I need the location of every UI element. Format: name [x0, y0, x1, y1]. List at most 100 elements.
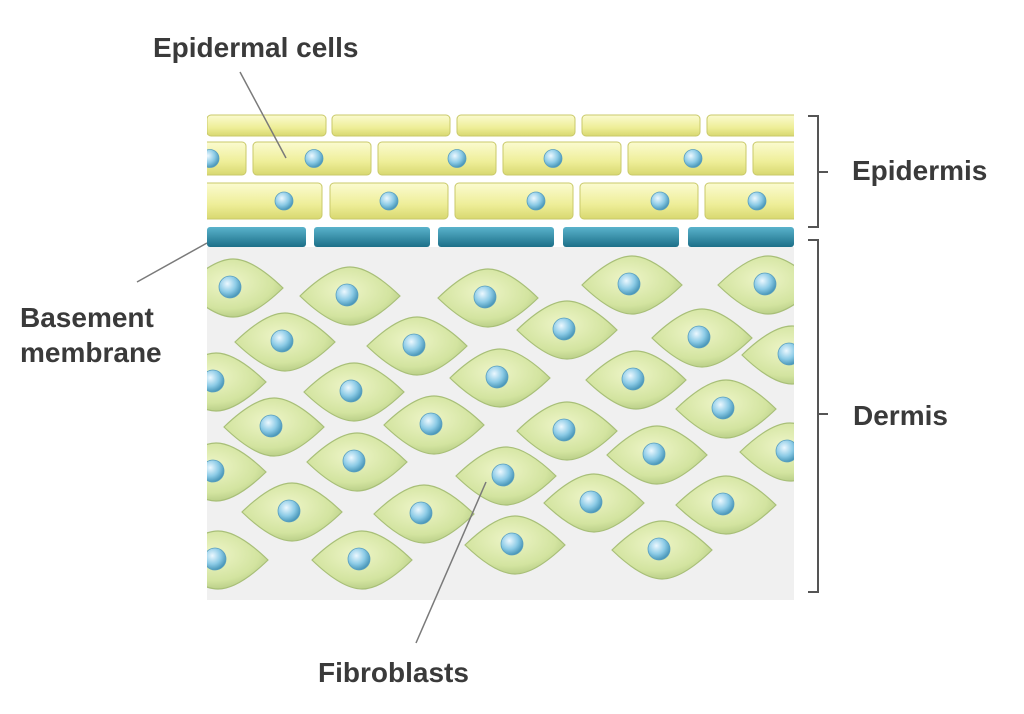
- nucleus: [447, 149, 467, 168]
- nucleus: [747, 191, 767, 211]
- dermis-bracket: [808, 239, 828, 593]
- fibroblast-cell: [606, 425, 708, 485]
- nucleus: [485, 365, 509, 389]
- nucleus: [687, 325, 711, 349]
- dermis-label: Dermis: [853, 400, 948, 431]
- epidermal-cell: [456, 114, 576, 137]
- nucleus: [642, 442, 666, 466]
- basement-membrane-label-line2: membrane: [20, 337, 162, 368]
- nucleus: [335, 283, 359, 307]
- basement-membrane-segment: [438, 227, 554, 247]
- fibroblasts-label: Fibroblasts: [318, 657, 469, 688]
- nucleus: [647, 537, 671, 561]
- fibroblast-cell: [207, 258, 284, 318]
- fibroblast-cell: [516, 300, 618, 360]
- nucleus: [500, 532, 524, 556]
- fibroblast-cell: [299, 266, 401, 326]
- nucleus: [274, 191, 294, 211]
- nucleus: [270, 329, 294, 353]
- nucleus: [419, 412, 443, 436]
- epidermal-cells-leader-line: [239, 71, 287, 159]
- basement-membrane-segment: [688, 227, 794, 247]
- nucleus: [683, 149, 703, 168]
- fibroblast-cell: [366, 316, 468, 376]
- fibroblast-cell: [675, 475, 777, 535]
- nucleus: [259, 414, 283, 438]
- epidermis-layer: [207, 114, 794, 220]
- fibroblast-cell: [464, 515, 566, 575]
- fibroblast-cell: [585, 350, 687, 410]
- nucleus: [775, 439, 794, 463]
- nucleus: [552, 418, 576, 442]
- fibroblast-cell: [437, 268, 539, 328]
- fibroblast-cell: [373, 484, 475, 544]
- dermis-layer: [207, 255, 794, 590]
- nucleus: [218, 275, 242, 299]
- nucleus: [207, 369, 225, 393]
- epidermis-label: Epidermis: [852, 155, 988, 186]
- basement-membrane-segment: [207, 227, 306, 247]
- nucleus: [207, 459, 225, 483]
- fibroblast-cell: [449, 348, 551, 408]
- nucleus: [304, 149, 324, 168]
- epidermal-cell: [377, 141, 497, 176]
- fibroblast-cell: [207, 352, 267, 412]
- nucleus: [526, 191, 546, 211]
- nucleus: [491, 463, 515, 487]
- epidermal-cell: [752, 141, 794, 176]
- nucleus: [347, 547, 371, 571]
- fibroblast-cell: [739, 422, 794, 482]
- nucleus: [650, 191, 670, 211]
- nucleus: [777, 342, 794, 366]
- fibroblast-cell: [207, 530, 269, 590]
- fibroblast-cell: [651, 308, 753, 368]
- nucleus: [711, 492, 735, 516]
- fibroblast-cell: [383, 395, 485, 455]
- nucleus: [207, 149, 220, 168]
- fibroblast-cell: [306, 432, 408, 492]
- fibroblasts-leader-line: [415, 481, 487, 644]
- epidermal-cell: [704, 182, 794, 220]
- epidermal-cell: [207, 182, 323, 220]
- fibroblast-cell: [611, 520, 713, 580]
- epidermis-bracket: [808, 115, 828, 228]
- nucleus: [409, 501, 433, 525]
- epidermal-cell: [581, 114, 701, 137]
- nucleus: [753, 272, 777, 296]
- epidermal-cell: [207, 141, 247, 176]
- fibroblast-cell: [223, 397, 325, 457]
- epidermal-cell: [579, 182, 699, 220]
- fibroblast-cell: [303, 362, 405, 422]
- epidermal-cell: [706, 114, 794, 137]
- nucleus: [579, 490, 603, 514]
- epidermal-cell: [331, 114, 451, 137]
- nucleus: [473, 285, 497, 309]
- nucleus: [711, 396, 735, 420]
- nucleus: [552, 317, 576, 341]
- epidermal-cell: [252, 141, 372, 176]
- epidermal-cell: [454, 182, 574, 220]
- nucleus: [277, 499, 301, 523]
- nucleus: [207, 547, 227, 571]
- fibroblast-cell: [717, 255, 794, 315]
- fibroblast-cell: [207, 442, 267, 502]
- epidermal-cell: [502, 141, 622, 176]
- fibroblast-cell: [311, 530, 413, 590]
- basement-membrane-segment: [563, 227, 679, 247]
- epidermal-cell: [207, 114, 327, 137]
- fibroblast-cell: [241, 482, 343, 542]
- nucleus: [379, 191, 399, 211]
- nucleus: [617, 272, 641, 296]
- nucleus: [339, 379, 363, 403]
- fibroblast-cell: [234, 312, 336, 372]
- nucleus: [621, 367, 645, 391]
- fibroblast-cell: [455, 446, 557, 506]
- fibroblast-cell: [543, 473, 645, 533]
- basement-membrane-label: Basement membrane: [20, 300, 162, 370]
- nucleus: [342, 449, 366, 473]
- epidermal-cells-label: Epidermal cells: [153, 32, 359, 63]
- fibroblast-cell: [581, 255, 683, 315]
- fibroblast-cell: [516, 401, 618, 461]
- epidermal-cell: [627, 141, 747, 176]
